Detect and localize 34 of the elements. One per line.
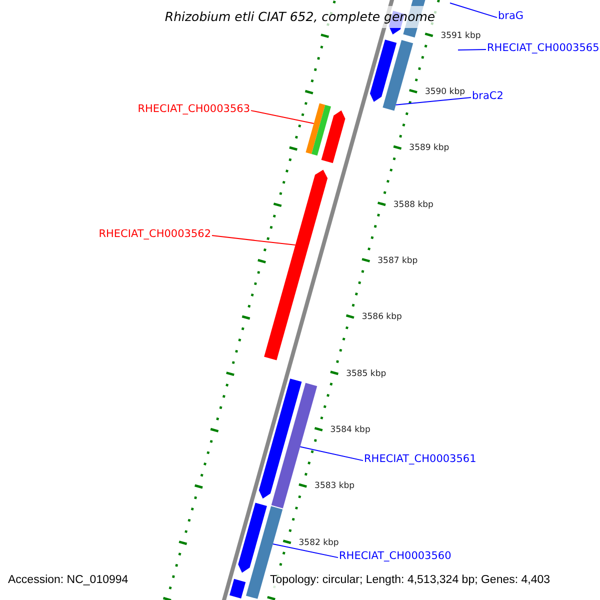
gene-feature: [382, 40, 414, 111]
accession-text: Accession: NC_010994: [8, 574, 128, 588]
gene-label: RHECIAT_CH0003560: [339, 550, 452, 563]
leader-line: [450, 2, 498, 18]
gene-feature: [370, 40, 397, 102]
gene-label: RHECIAT_CH0003563: [138, 103, 250, 116]
gene-feature: [238, 502, 267, 573]
gene-feature: [306, 103, 326, 154]
gene-label: RHECIAT_CH0003561: [364, 453, 476, 466]
scale-label: 3588 kbp: [393, 200, 434, 210]
scale-label: 3586 kbp: [362, 312, 402, 323]
gene-feature: [312, 104, 332, 156]
leader-line: [395, 97, 472, 106]
gene-label: braC2: [472, 90, 504, 103]
scale-label: 3584 kbp: [330, 425, 370, 436]
leader-line: [212, 235, 296, 246]
gene-label: RHECIAT_CH0003562: [98, 228, 211, 241]
topology-text: Topology: circular; Length: 4,513,324 bp; Genes: 4,403: [268, 572, 552, 590]
gene-feature: [321, 110, 346, 164]
gene-label: RHECIAT_CH0003565: [487, 42, 600, 55]
gene-feature: [258, 378, 302, 499]
scale-label: 3590 kbp: [424, 87, 465, 98]
scale-label: 3589 kbp: [409, 143, 450, 154]
leader-line: [458, 49, 486, 50]
scale-label: 3585 kbp: [346, 368, 386, 379]
scale-label: 3582 kbp: [298, 538, 339, 548]
scale-label: 3587 kbp: [378, 256, 418, 266]
gene-feature: [264, 170, 328, 360]
leader-line: [272, 544, 338, 558]
scale-label: 3591 kbp: [440, 30, 481, 41]
leader-line: [250, 110, 314, 124]
scale-label: 3583 kbp: [314, 481, 355, 492]
gene-label: braG: [498, 10, 524, 23]
leader-line: [300, 446, 364, 462]
